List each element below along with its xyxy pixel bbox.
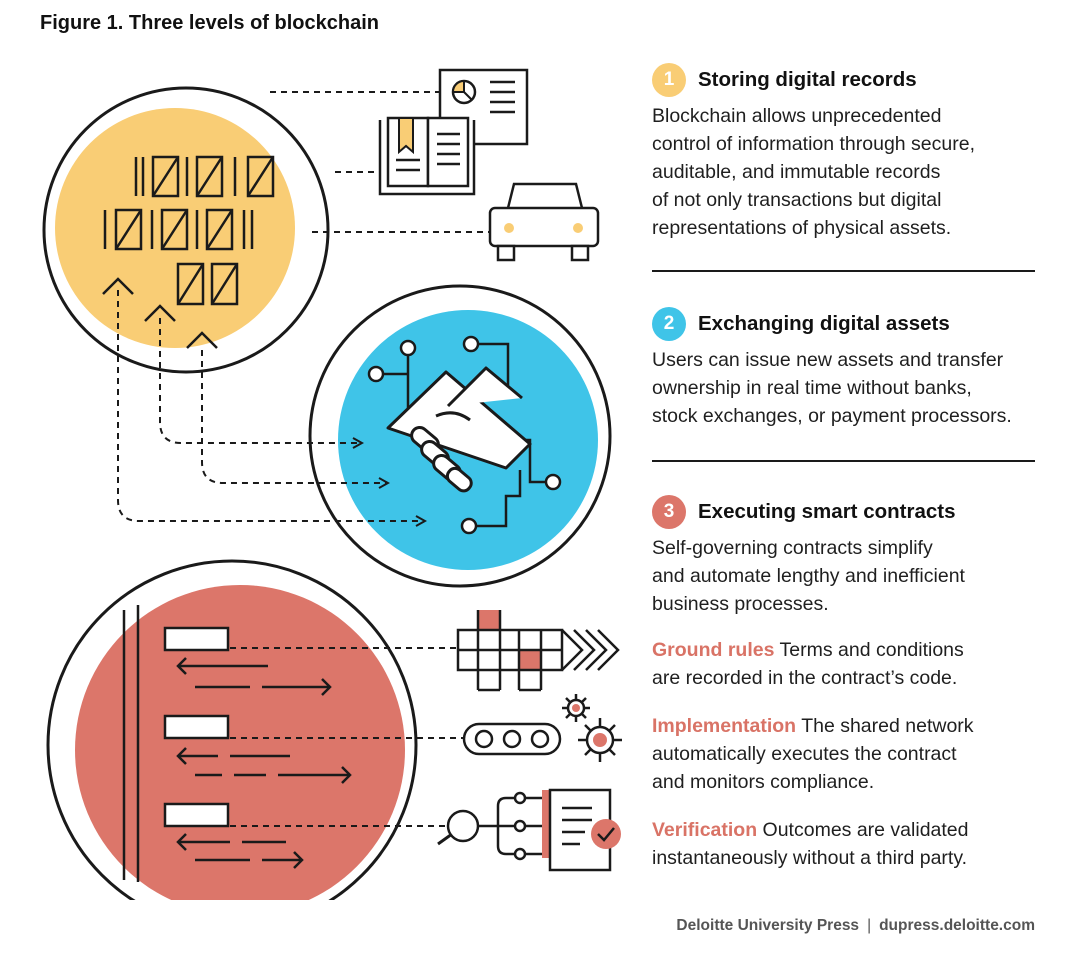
diagram-illustration <box>42 68 622 900</box>
description-line: and automate lengthy and inefficient <box>652 565 965 587</box>
subsection-label: Verification <box>652 819 758 841</box>
subsection-text: are recorded in the contract’s code. <box>652 667 958 689</box>
subsection-label: Ground rules <box>652 639 775 661</box>
publisher-name: Deloitte University Press <box>676 917 860 934</box>
description-line: of not only transactions but digital <box>652 189 942 211</box>
section-divider <box>652 460 1035 462</box>
subsection-text: instantaneously without a third party. <box>652 847 968 869</box>
subsection-implementation: Implementation The shared network automa… <box>652 712 1062 796</box>
section-smart-contracts: 3 Executing smart contracts Self-governi… <box>652 494 1052 618</box>
publisher-url[interactable]: dupress.deloitte.com <box>879 917 1035 934</box>
gear-conveyor-icon <box>462 694 622 762</box>
subsection-ground-rules: Ground rules Terms and conditions are re… <box>652 636 1062 692</box>
step-number-badge: 3 <box>652 495 686 529</box>
footer-separator: | <box>867 917 872 934</box>
contracts-circle <box>46 559 418 900</box>
description-line: representations of physical assets. <box>652 217 952 239</box>
ledger-blocks-icon <box>103 155 275 306</box>
description-line: auditable, and immutable records <box>652 161 941 183</box>
subsection-text: Terms and conditions <box>779 639 964 661</box>
description-line: Users can issue new assets and transfer <box>652 349 1004 371</box>
footer-credit: Deloitte University Press | dupress.deloit… <box>676 917 1035 935</box>
section-storing-records: 1 Storing digital records Blockchain all… <box>652 62 1052 242</box>
grid-arrow-icon <box>456 610 620 692</box>
section-exchanging-assets: 2 Exchanging digital assets Users can is… <box>652 306 1052 430</box>
section-description: Users can issue new assets and transfer … <box>652 346 1052 430</box>
handshake-icon <box>386 366 532 493</box>
subsection-text: and monitors compliance. <box>652 771 875 793</box>
step-number-badge: 1 <box>652 63 686 97</box>
section-description: Blockchain allows unprecedented control … <box>652 102 1052 242</box>
car-icon <box>488 182 600 262</box>
contracts-circle-fill <box>75 585 405 900</box>
description-line: Self-governing contracts simplify <box>652 537 933 559</box>
step-number-badge: 2 <box>652 307 686 341</box>
section-divider <box>652 270 1035 272</box>
description-line: ownership in real time without banks, <box>652 377 972 399</box>
section-title: Exchanging digital assets <box>698 312 950 335</box>
description-line: Blockchain allows unprecedented <box>652 105 942 127</box>
section-title: Storing digital records <box>698 68 917 91</box>
subsection-text: The shared network <box>801 715 974 737</box>
subsection-text: automatically executes the contract <box>652 743 957 765</box>
subsection-label: Implementation <box>652 715 797 737</box>
magnifier-checklist-icon <box>437 788 621 872</box>
figure-title: Figure 1. Three levels of blockchain <box>40 12 379 34</box>
description-line: stock exchanges, or payment processors. <box>652 405 1012 427</box>
subsection-verification: Verification Outcomes are validated inst… <box>652 816 1062 872</box>
section-title: Executing smart contracts <box>698 500 956 523</box>
contract-code-rows <box>163 626 352 869</box>
subsection-text: Outcomes are validated <box>762 819 969 841</box>
description-line: business processes. <box>652 593 829 615</box>
section-description: Self-governing contracts simplify and au… <box>652 534 1052 618</box>
open-book-icon <box>378 116 476 196</box>
description-line: control of information through secure, <box>652 133 976 155</box>
